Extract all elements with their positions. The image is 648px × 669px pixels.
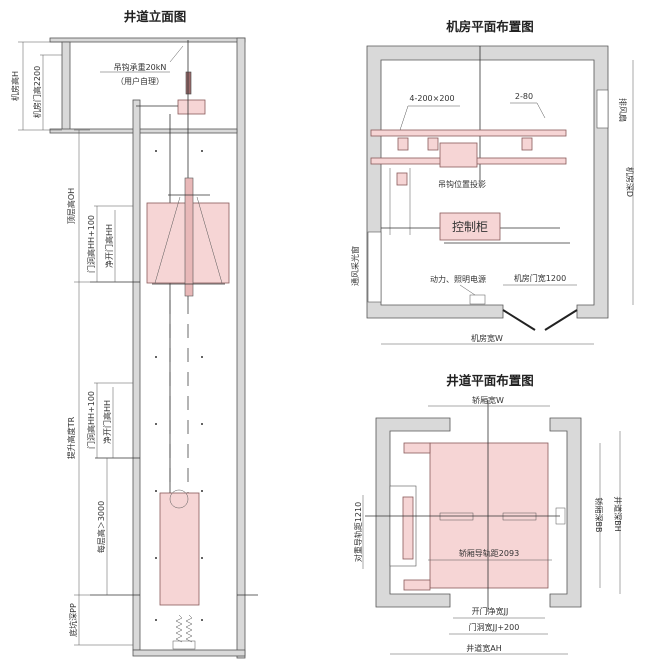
exhaust-fan-label: 排风扇 [618,98,628,122]
machine-box [439,142,478,168]
hook-note-label: （用户自理） [116,76,164,86]
door-opening-width-label: 门洞宽JJ+200 [469,622,520,632]
machine-room-plan: 机房平面布置图 排风扇 4-200×200 2-80 吊钩位置投影 控制柜 通风… [350,19,635,345]
hoistway-plan: 井道平面布置图 轿厢宽W 轿厢导轨距2093 开门净宽JJ 门洞宽JJ+200 … [353,373,623,655]
counterweight-plan [402,496,414,560]
holes-label: 4-200×200 [409,94,454,103]
traction-machine [177,99,206,115]
car-rail-distance-label: 轿厢导轨距2093 [459,548,519,558]
machine-room-floor [49,128,238,134]
car-plan [429,442,549,589]
room-depth-label: 机房深D [625,167,635,197]
clear-door-width-label: 开门净宽JJ [472,606,509,616]
pit-depth-label: 底坑深PP [68,603,78,637]
control-cabinet [439,212,501,241]
car-width-label: 轿厢宽W [472,395,504,405]
exhaust-fan-icon [596,89,609,129]
door-leaf-left [502,309,536,331]
cw-rail-distance-label: 对重导轨距1210 [353,502,363,562]
machine-room-left-wall [61,41,71,131]
clear-door-height-label: 净开门高HH [104,224,114,268]
vent-window [367,231,382,303]
pit-floor [132,649,246,657]
power-outlet [469,294,486,305]
hook-projection-label: 吊钩位置投影 [438,179,486,189]
shaft-left-wall [132,99,141,651]
hoistway-title: 井道平面布置图 [446,373,534,388]
shaft-depth-label: 井道深BH [613,496,623,532]
power-supply-label: 动力、照明电源 [430,274,486,284]
room-width-label: 机房宽W [471,333,503,343]
shaft-width-label: 井道宽AH [466,643,502,653]
car-depth-label: 轿厢深BB [594,498,604,533]
door-width-label: 机房门宽1200 [514,273,566,283]
top-floor-height-label: 顶层高OH [66,188,76,224]
door-opening-height-label-2: 门洞高HH+100 [86,391,96,449]
floor-height-label: 每层高＞3000 [96,501,106,553]
machine-room-title: 机房平面布置图 [446,19,534,34]
travel-height-label: 提升高度TR [66,416,76,459]
counterweight [159,492,200,606]
holes2-label: 2-80 [515,92,533,101]
shaft-elevation: 井道立面图 吊钩承重20kN （用户自理） [10,9,258,659]
door-leaf-right [544,309,578,331]
beam-top [370,129,567,137]
elevation-title: 井道立面图 [124,9,187,24]
vent-window-label: 通风采光窗 [350,246,360,286]
hook-icon [185,71,192,95]
shaft-right-wall [236,37,246,659]
machine-room-roof [49,37,246,43]
control-cabinet-label: 控制柜 [452,220,488,234]
clear-door-height-label-2: 净开门高HH [102,400,112,444]
machine-room-door-height-label: 机房门高2200 [32,66,42,118]
hook-load-label: 吊钩承重20kN [114,62,167,72]
machine-room-height-label: 机房高H [10,71,20,101]
door-opening-height-label: 门洞高HH+100 [86,215,96,273]
